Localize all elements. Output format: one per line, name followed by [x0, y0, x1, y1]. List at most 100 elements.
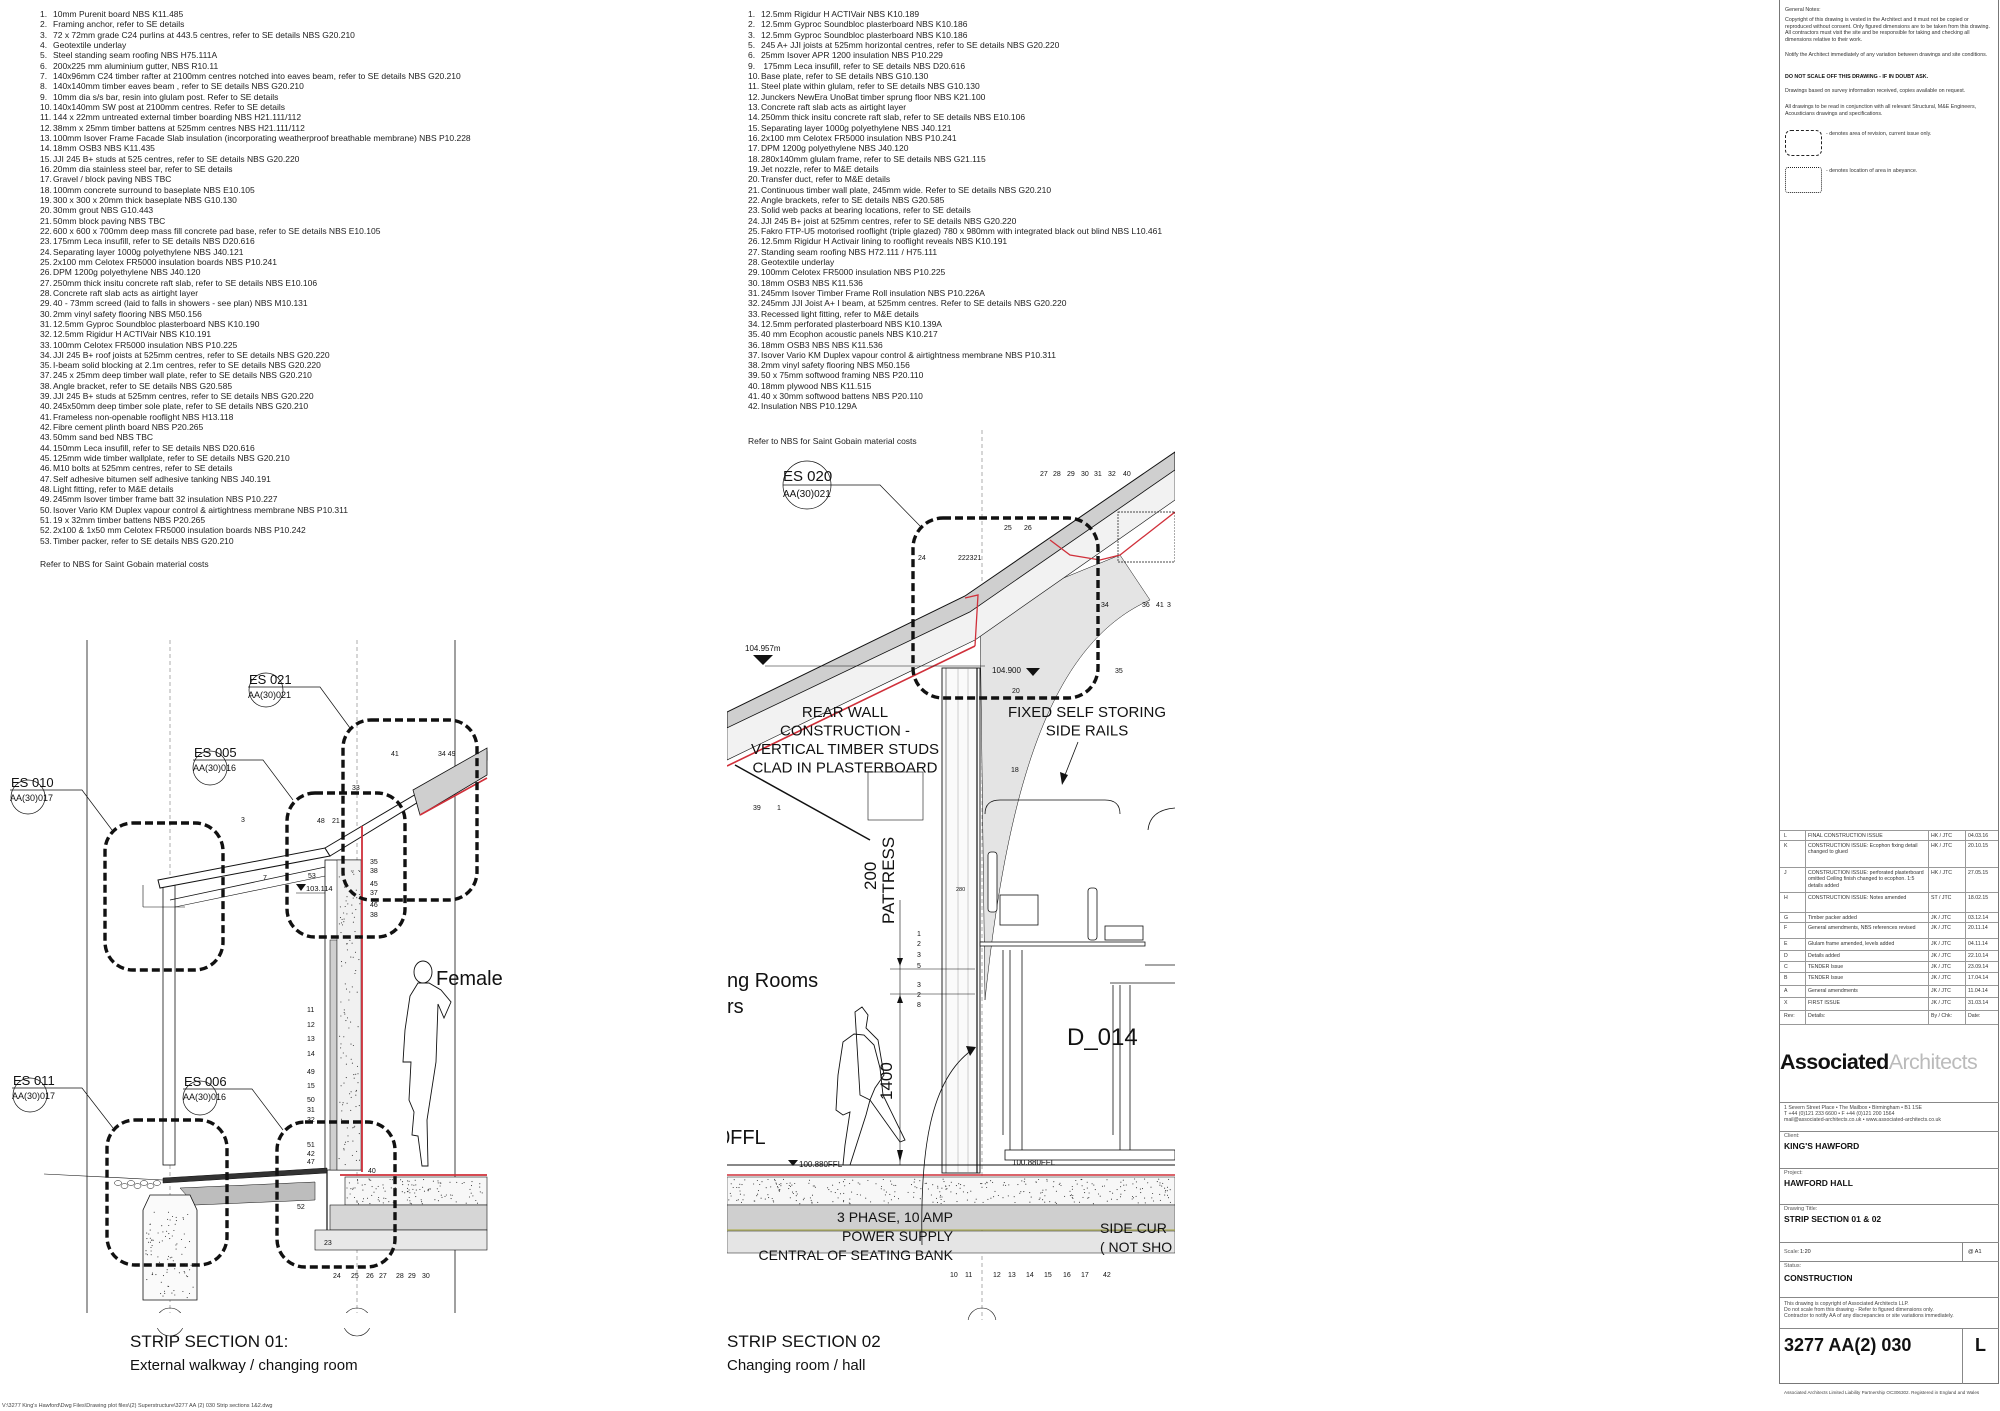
- note-text: 250mm thick insitu concrete raft slab, r…: [53, 277, 318, 288]
- aggregate-dot: [171, 1256, 173, 1258]
- aggregate-dot: [809, 1197, 811, 1199]
- revision-details: CONSTRUCTION ISSUE: perforated plasterbo…: [1805, 867, 1929, 893]
- aggregate-dot: [340, 922, 343, 924]
- aggregate-dot: [183, 1271, 185, 1273]
- aggregate-dot: [479, 1191, 481, 1193]
- aggregate-dot: [437, 1200, 439, 1202]
- aggregate-dot: [986, 1181, 988, 1183]
- aggregate-dot: [161, 1240, 163, 1242]
- aggregate-dot: [343, 912, 345, 914]
- aggregate-dot: [351, 942, 353, 944]
- aggregate-dot: [449, 1181, 451, 1183]
- gravel-stone: [140, 1180, 148, 1186]
- aggregate-dot: [795, 1200, 797, 1202]
- aggregate-dot: [1116, 1199, 1118, 1201]
- aggregate-dot: [352, 871, 354, 873]
- note-item: 28.Concrete raft slab acts as airtight l…: [40, 288, 471, 298]
- note-item: 13.100mm Isover Frame Facade Slab insula…: [40, 133, 471, 143]
- aggregate-dot: [353, 1077, 355, 1079]
- aggregate-dot: [739, 1183, 741, 1185]
- note-number: 6.: [40, 60, 48, 71]
- aggregate-dot: [346, 1102, 348, 1104]
- aggregate-dot: [1094, 1189, 1096, 1191]
- aggregate-dot: [792, 1192, 794, 1195]
- aggregate-dot: [1044, 1195, 1046, 1197]
- aggregate-dot: [919, 1198, 921, 1200]
- note-text: Steel plate within glulam, refer to SE d…: [761, 81, 980, 92]
- note-item: 38.2mm vinyl safety flooring NBS M50.156: [748, 360, 1162, 370]
- note-number: 10.: [40, 101, 52, 112]
- callout-number: 29: [408, 1273, 416, 1280]
- aggregate-dot: [390, 1187, 392, 1189]
- note-text: JJI 245 B+ joist at 525mm centres, refer…: [761, 215, 1017, 226]
- note-number: 14.: [748, 112, 760, 123]
- aggregate-dot: [352, 1187, 354, 1189]
- aggregate-dot: [986, 1186, 988, 1189]
- aggregate-dot: [1002, 1197, 1004, 1199]
- aggregate-dot: [357, 1026, 359, 1028]
- note-item: 43.50mm sand bed NBS TBC: [40, 432, 471, 442]
- aggregate-dot: [341, 965, 343, 967]
- aggregate-dot: [353, 916, 355, 918]
- aggregate-dot: [1131, 1195, 1134, 1198]
- revision-code: G: [1780, 912, 1806, 923]
- note-text: 100mm Celotex FR5000 insulation NBS P10.…: [761, 267, 946, 278]
- aggregate-dot: [146, 1254, 148, 1256]
- section-title: STRIP SECTION 01:: [130, 1332, 288, 1351]
- aggregate-dot: [838, 1182, 840, 1184]
- aggregate-dot: [355, 970, 357, 972]
- note-number: 14.: [40, 143, 52, 154]
- aggregate-dot: [340, 961, 343, 963]
- revision-details: CONSTRUCTION ISSUE: Notes amended: [1805, 892, 1929, 913]
- aggregate-dot: [1072, 1197, 1074, 1199]
- aggregate-dot: [844, 1185, 846, 1187]
- aggregate-dot: [340, 1118, 343, 1120]
- detail-cloud-es005: [285, 791, 407, 939]
- aggregate-dot: [339, 906, 341, 908]
- note-number: 52.: [40, 525, 52, 536]
- note-item: 25.2x100 mm Celotex FR5000 insulation bo…: [40, 257, 471, 267]
- aggregate-dot: [795, 1191, 797, 1193]
- aggregate-dot: [811, 1194, 814, 1196]
- note-number: 18.: [40, 184, 52, 195]
- note-text: DPM 1200g polyethylene NBS J40.120: [761, 143, 909, 154]
- note-number: 32.: [748, 298, 760, 309]
- aggregate-dot: [771, 1197, 773, 1200]
- dimension-label: 200: [861, 862, 880, 890]
- note-text: 50mm block paving NBS TBC: [53, 215, 166, 226]
- note-text: 40 mm Ecophon acoustic panels NBS K10.21…: [761, 329, 938, 340]
- aggregate-dot: [174, 1294, 176, 1296]
- aggregate-dot: [970, 1190, 972, 1192]
- aggregate-dot: [975, 1198, 977, 1200]
- level-label: 0FFL: [719, 1127, 766, 1149]
- callout-number: 3: [917, 952, 921, 959]
- note-text: Base plate, refer to SE details NBS G10.…: [761, 70, 929, 81]
- note-item: 5.Steel standing seam roofing NBS H75.11…: [40, 50, 471, 60]
- note-item: 42.Fibre cement plinth board NBS P20.265: [40, 422, 471, 432]
- section-subtitle: Changing room / hall: [727, 1357, 865, 1374]
- aggregate-dot: [346, 943, 348, 945]
- aggregate-dot: [392, 1201, 394, 1203]
- aggregate-dot: [919, 1180, 921, 1182]
- rear-wall-note: REAR WALL: [802, 704, 888, 721]
- aggregate-dot: [736, 1199, 738, 1201]
- aggregate-dot: [343, 1082, 345, 1084]
- aggregate-dot: [437, 1180, 439, 1182]
- aggregate-dot: [913, 1191, 915, 1194]
- detail-cloud-es021: [341, 718, 479, 902]
- aggregate-dot: [1078, 1201, 1081, 1203]
- aggregate-dot: [450, 1194, 452, 1196]
- aggregate-dot: [345, 962, 347, 964]
- aggregate-dot: [356, 1150, 358, 1152]
- strip-section-02: ES 020 AA(30)021 104.957m 104.900 100.88…: [719, 430, 1175, 1320]
- aggregate-dot: [346, 913, 348, 915]
- aggregate-dot: [1144, 1202, 1146, 1204]
- gravel: [114, 1180, 161, 1189]
- client-label: Client:: [1784, 1133, 1800, 1139]
- aggregate-dot: [401, 1191, 403, 1193]
- aggregate-dot: [984, 1183, 986, 1185]
- aggregate-dot: [1139, 1188, 1141, 1190]
- note-number: 11.: [40, 112, 52, 123]
